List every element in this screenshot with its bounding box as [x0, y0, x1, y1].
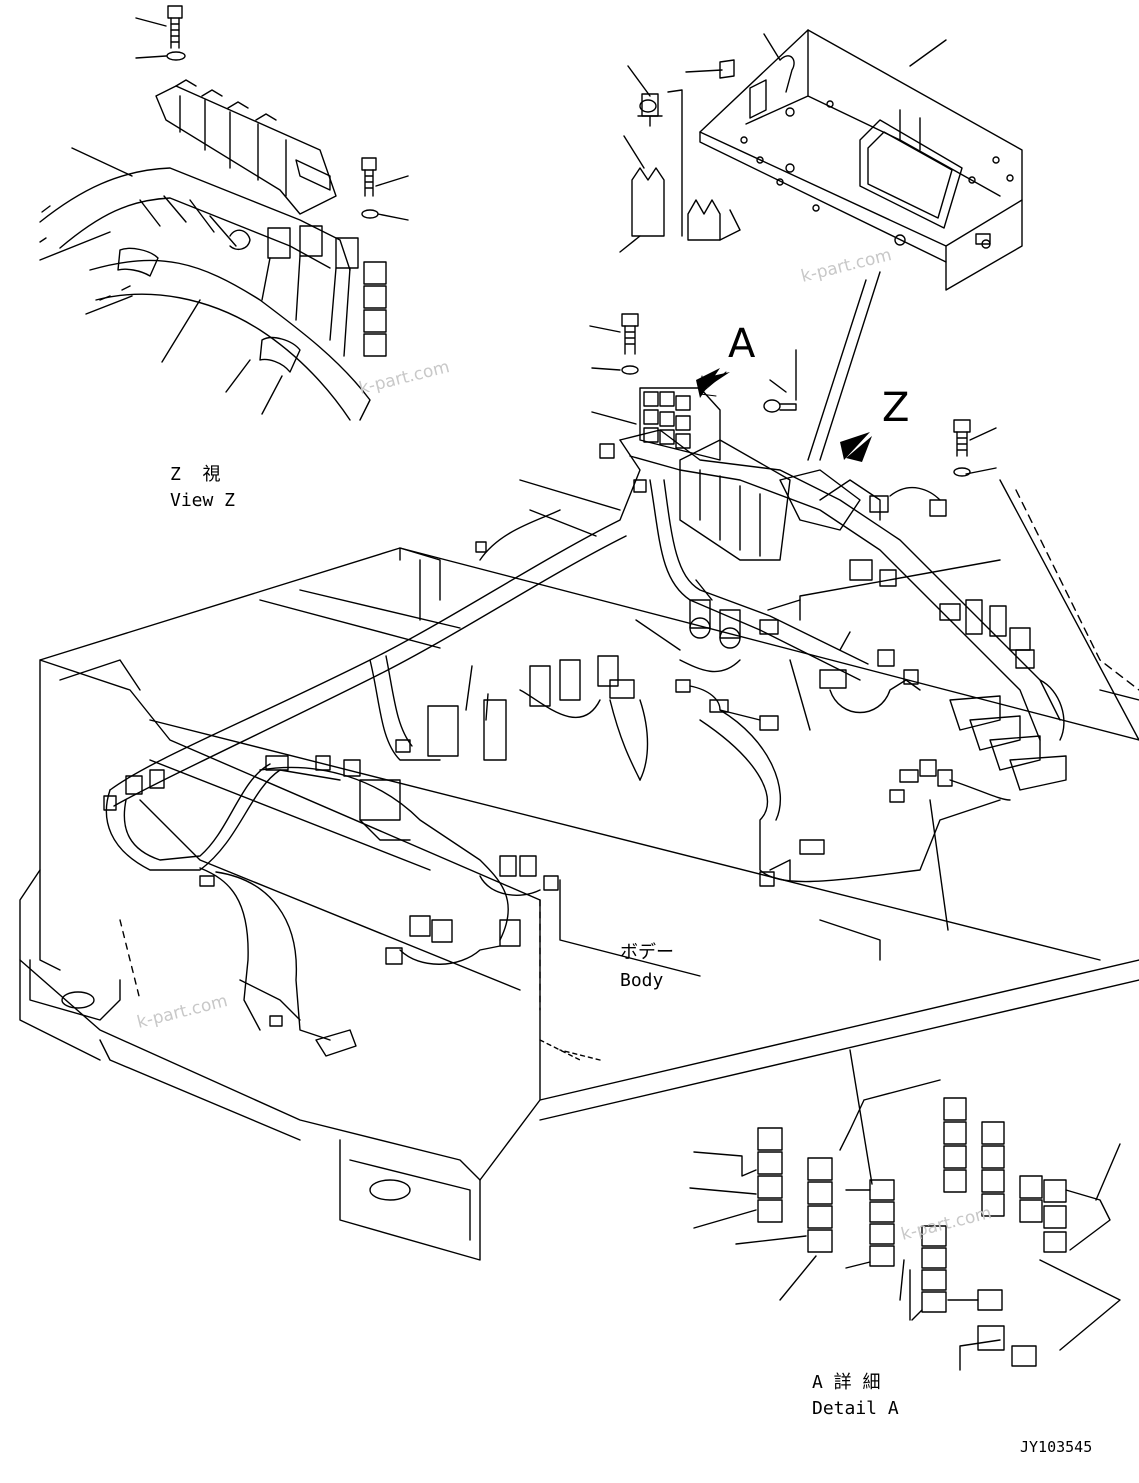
detail-a-label: Detail A [812, 1398, 899, 1419]
relay-column [921, 1225, 947, 1313]
relay-column [807, 1157, 833, 1253]
connector-cluster [103, 443, 1067, 965]
relay-icon [1011, 1345, 1037, 1367]
body-label-jp: ボデー [620, 942, 674, 963]
view-z-label: View Z [170, 490, 236, 511]
mounting-plate-illustration [619, 29, 1023, 461]
relay-column [757, 1127, 783, 1223]
detail-a-label-jp: A 詳 細 [812, 1372, 881, 1393]
washer-icon [361, 209, 379, 219]
relay-block [943, 1097, 1111, 1253]
arrow-z-icon [840, 432, 870, 460]
screw-icon [763, 399, 797, 413]
detail-a-illustration [689, 1049, 1121, 1371]
washer-icon [621, 365, 639, 375]
relay-connector-group [261, 225, 387, 357]
bolt-icon [621, 313, 639, 355]
washer-icon [166, 51, 186, 61]
washer-icon [953, 467, 971, 477]
bolt-icon [361, 157, 377, 197]
fuse-box-row [679, 439, 881, 561]
body-label: Body [620, 970, 664, 991]
arrow-a-icon [696, 368, 720, 398]
marker-z: Z [882, 385, 910, 431]
main-harness-illustration [19, 349, 1139, 1261]
view-z-label-jp: Z 視 [170, 464, 221, 485]
screw-icon [639, 99, 657, 113]
arrow-z-icon [846, 436, 872, 462]
bolt-icon [167, 5, 183, 49]
relay-column [869, 1179, 895, 1267]
drawing-code: JY103545 [1020, 1438, 1093, 1456]
marker-a: A [728, 321, 756, 367]
bolt-icon [953, 419, 971, 457]
relay-icon [977, 1325, 1005, 1351]
relay-icon [977, 1289, 1003, 1311]
view-z-illustration [39, 5, 409, 421]
relay-block [639, 387, 721, 461]
